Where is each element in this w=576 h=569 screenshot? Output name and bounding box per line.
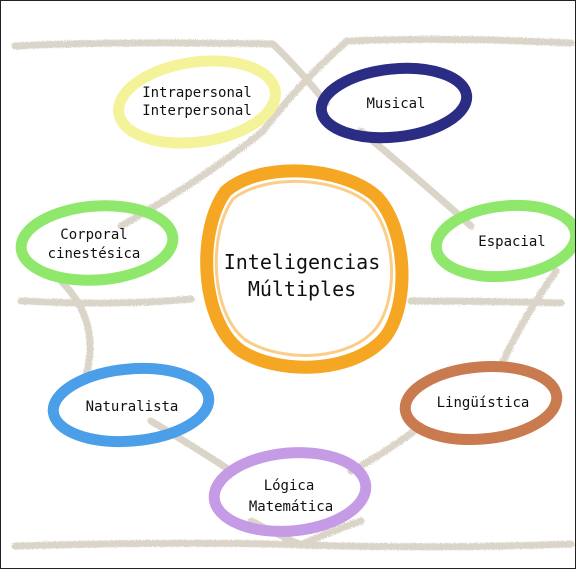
ring-espacial — [430, 199, 575, 283]
center-node: Inteligencias Múltiples — [200, 164, 409, 374]
label-naturalista: Naturalista — [86, 399, 179, 415]
chalk-line-top-right — [343, 35, 575, 47]
chalk-line-left-lower — [57, 277, 94, 380]
label-corporal-line1: Corporal — [60, 227, 127, 243]
chalk-line-left-mid — [17, 295, 195, 307]
chalk-line-top-left — [11, 39, 277, 50]
label-logica-line2: Matemática — [249, 499, 333, 515]
center-ring-inner-shape — [214, 179, 393, 357]
chalk-line-bottom-right — [347, 422, 425, 475]
chalk-line-right-upper — [357, 127, 475, 230]
node-logica: Lógica Matemática — [208, 447, 372, 537]
node-corporal: Corporal cinestésica — [15, 200, 179, 286]
chalk-line-right-lower — [497, 267, 560, 370]
node-musical: Musical — [315, 62, 473, 144]
center-ring-shape — [200, 164, 409, 374]
ring-corporal — [15, 200, 179, 286]
chalk-line-right-mid — [407, 297, 565, 307]
node-espacial: Espacial — [430, 199, 575, 283]
label-logica-line1: Lógica — [264, 478, 315, 494]
ring-linguistica — [399, 361, 563, 445]
label-musical: Musical — [366, 96, 425, 112]
center-label-line1: Inteligencias — [224, 250, 381, 274]
label-intrapersonal-line1: Intrapersonal — [142, 85, 252, 101]
ring-logica — [208, 447, 372, 537]
label-intrapersonal-line2: Interpersonal — [142, 103, 252, 119]
ring-naturalista — [47, 362, 215, 448]
chalk-line-cross-b — [259, 37, 351, 135]
center-label-line2: Múltiples — [248, 277, 356, 301]
node-linguistica: Lingüística — [399, 361, 563, 445]
node-intrapersonal: Intrapersonal Interpersonal — [113, 55, 281, 149]
ring-intrapersonal — [113, 55, 281, 149]
node-naturalista: Naturalista — [47, 362, 215, 448]
label-espacial: Espacial — [478, 234, 545, 250]
label-linguistica: Lingüística — [437, 395, 530, 411]
ring-musical — [315, 62, 473, 144]
chalk-line-bottom-left — [147, 417, 235, 475]
label-corporal-line2: cinestésica — [48, 246, 141, 262]
